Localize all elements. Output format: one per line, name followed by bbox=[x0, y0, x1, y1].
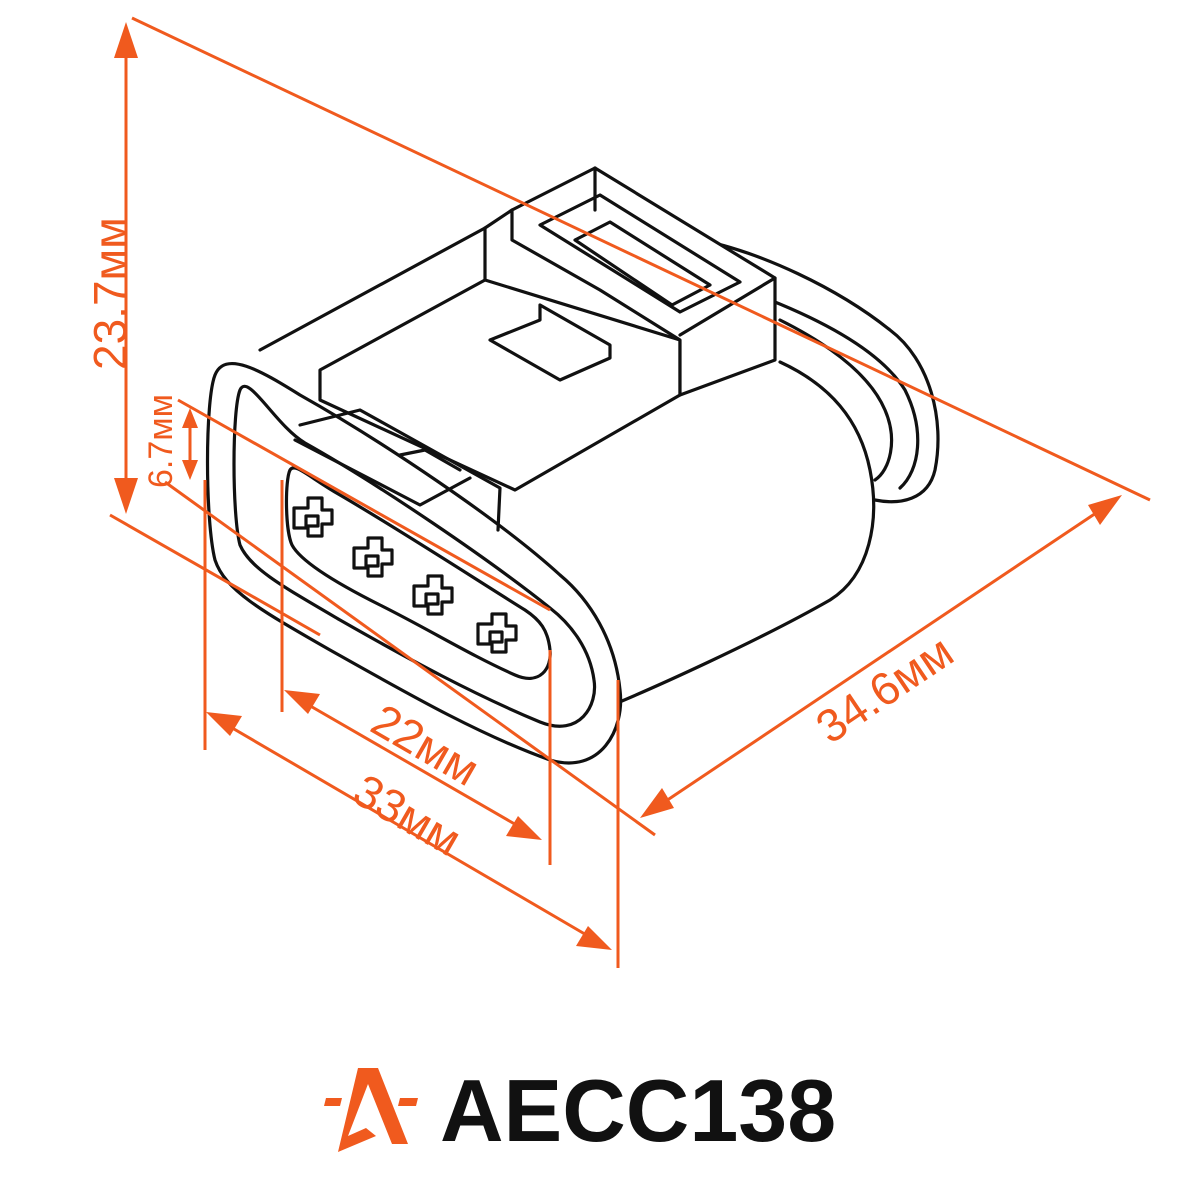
length-label: 34.6мм bbox=[807, 625, 963, 754]
height-label: 23.7мм bbox=[84, 217, 136, 370]
lock-tower bbox=[510, 166, 777, 397]
rear-flange bbox=[768, 298, 920, 490]
front-face-outer bbox=[205, 362, 623, 765]
pin-cavity-2 bbox=[352, 536, 394, 578]
dim-inner-width-line bbox=[299, 698, 526, 832]
star-a-logo-icon bbox=[324, 1068, 418, 1152]
product-code: AECC138 bbox=[440, 1061, 836, 1160]
rail-1 bbox=[298, 408, 502, 532]
body-side bbox=[598, 360, 876, 712]
lock-tower-side bbox=[678, 276, 777, 337]
brand-footer: AECC138 bbox=[324, 1061, 836, 1160]
connector-body bbox=[205, 166, 940, 765]
lock-tower-window-inner bbox=[573, 220, 712, 307]
pin-carrier bbox=[284, 466, 552, 680]
latch-tab bbox=[488, 303, 612, 382]
rail-3 bbox=[398, 448, 462, 472]
lock-tower-window bbox=[538, 193, 742, 314]
rail-2 bbox=[293, 438, 472, 507]
pitch-label: 6.7мм bbox=[142, 394, 180, 488]
dim-outer-width-line bbox=[221, 720, 596, 942]
pin-cavity-1 bbox=[292, 496, 334, 538]
dim-length-line bbox=[659, 505, 1106, 807]
rear-housing bbox=[688, 236, 940, 504]
pin-cavities bbox=[292, 496, 518, 654]
pin-cavity-3 bbox=[412, 574, 454, 616]
dimension-lines bbox=[109, 16, 1151, 968]
pin-cavity-4 bbox=[476, 612, 518, 654]
